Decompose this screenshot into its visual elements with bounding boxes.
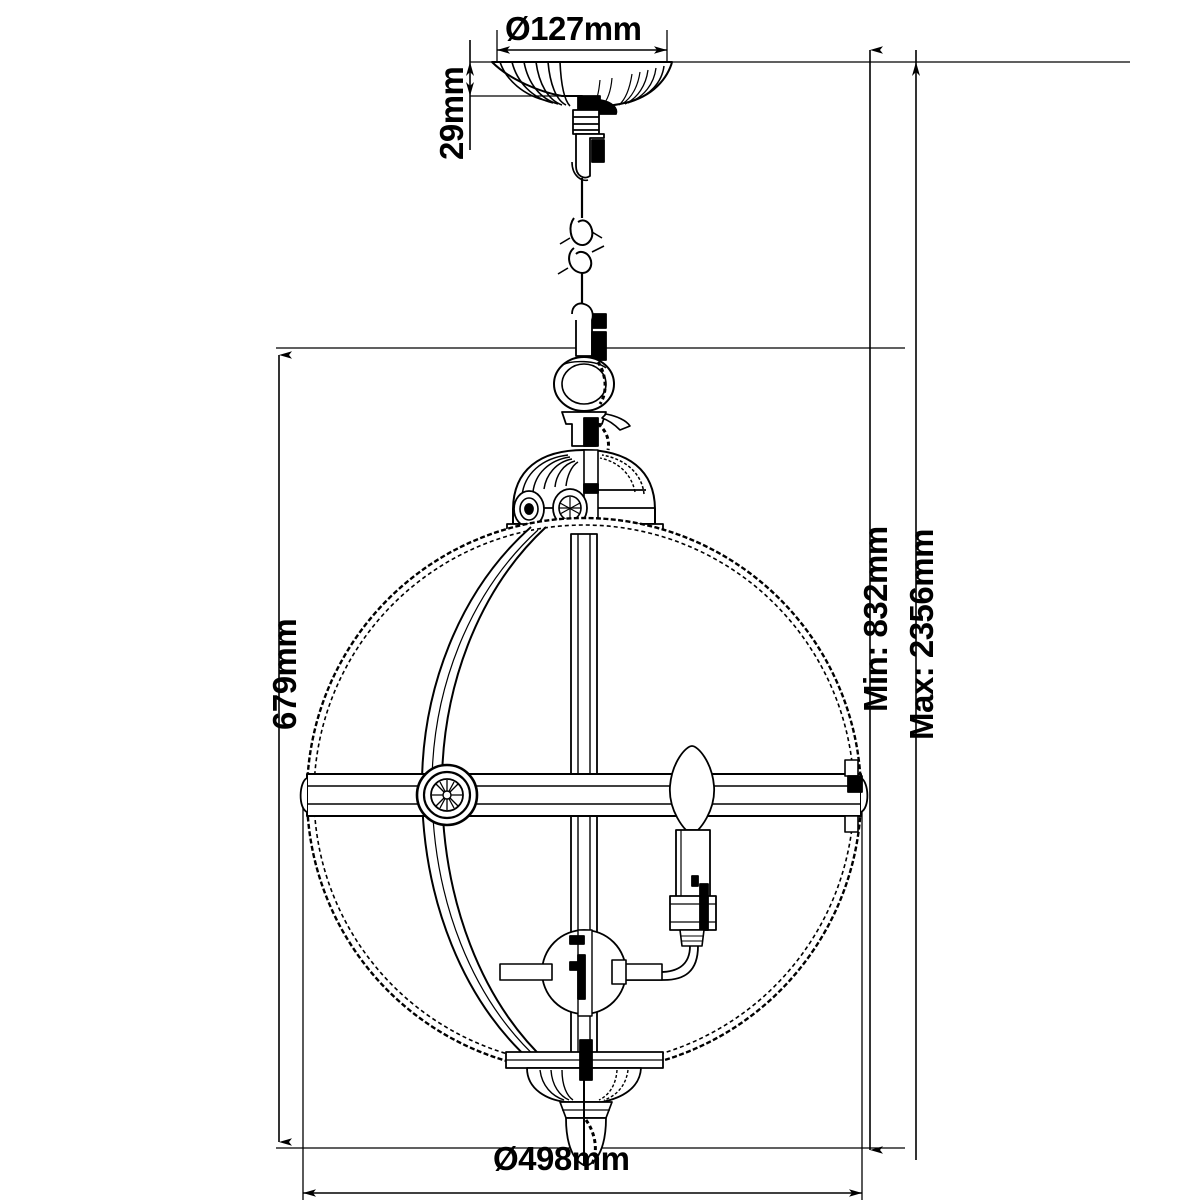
candle-socket: [620, 829, 717, 981]
arrow-canopy-height-bottom: [466, 82, 474, 96]
center-sphere: [499, 929, 663, 1017]
fixture-drawing: [299, 61, 869, 1167]
dimension-label-canopy-height: 29mm: [433, 66, 470, 160]
dimension-label-canopy-diameter: Ø127mm: [505, 10, 642, 47]
dimension-label-globe-height: 679mm: [266, 618, 303, 730]
rosette-hub: [415, 763, 479, 827]
equator-band: [299, 773, 869, 817]
bottom-finial: [505, 1039, 664, 1167]
dimension-label-globe-diameter: Ø498mm: [493, 1140, 630, 1177]
candle-bulb: [669, 745, 715, 831]
dimension-label-overall-max: Max: 2356mm: [903, 529, 940, 740]
dimension-label-overall-min: Min: 832mm: [857, 526, 894, 712]
chain-hook-lower: [571, 302, 607, 361]
suspension-chain: [557, 178, 605, 306]
arrow-overall-max-top: [912, 62, 920, 76]
ceiling-canopy: [491, 61, 673, 115]
arrow-canopy-height-top: [466, 62, 474, 76]
globe-side-latch: [844, 759, 863, 833]
crown-cap: [506, 411, 664, 535]
chain-hook-upper: [571, 109, 605, 182]
dimension-lines: [276, 30, 1130, 1200]
finial-loop: [553, 356, 615, 412]
